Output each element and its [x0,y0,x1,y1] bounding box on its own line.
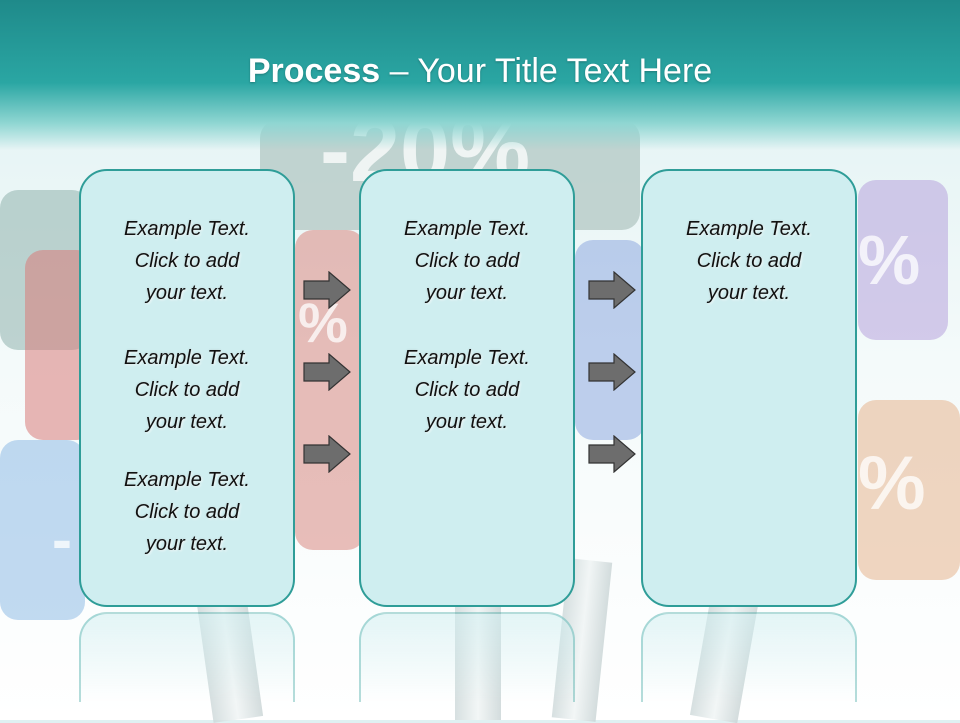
sign-purple [858,180,948,340]
text-placeholder[interactable]: Example Text. Click to add your text. [361,342,573,438]
text-line: Click to add [134,250,240,272]
text-line: Example Text. [404,347,530,369]
process-box-3[interactable]: Example Text. Click to add your text. [641,169,857,607]
text-line: your text. [145,282,229,304]
text-placeholder[interactable]: Example Text. Click to add your text. [361,213,573,309]
text-line: Example Text. [124,218,250,240]
right-arrow-icon [588,271,636,309]
sign-text: % [858,441,926,526]
text-line: your text. [425,411,509,433]
box-reflection [641,612,857,702]
text-line: your text. [145,411,229,433]
text-line: your text. [145,533,229,555]
right-arrow-icon [303,353,351,391]
box-reflection [359,612,575,702]
sign-text: % [298,291,348,354]
text-placeholder[interactable]: Example Text. Click to add your text. [81,213,293,309]
text-line: Example Text. [404,218,530,240]
sign-blue [575,240,645,440]
text-line: Example Text. [124,469,250,491]
sign-blue [0,440,85,620]
right-arrow-icon [588,353,636,391]
text-line: Click to add [696,250,802,272]
page-title[interactable]: Process – Your Title Text Here [0,52,960,91]
sign-orange [858,400,960,580]
title-rest: – Your Title Text Here [380,52,713,90]
text-line: Example Text. [124,347,250,369]
process-box-1[interactable]: Example Text. Click to add your text. Ex… [79,169,295,607]
text-placeholder[interactable]: Example Text. Click to add your text. [81,464,293,560]
right-arrow-icon [303,435,351,473]
text-line: Click to add [134,379,240,401]
process-box-2[interactable]: Example Text. Click to add your text. Ex… [359,169,575,607]
right-arrow-icon [303,271,351,309]
right-arrow-icon [588,435,636,473]
text-line: Click to add [134,501,240,523]
text-line: Click to add [414,250,520,272]
sign-text: - [52,506,72,573]
text-placeholder[interactable]: Example Text. Click to add your text. [643,213,855,309]
text-line: Example Text. [686,218,812,240]
text-line: your text. [707,282,791,304]
box-reflection [79,612,295,702]
text-placeholder[interactable]: Example Text. Click to add your text. [81,342,293,438]
text-line: Click to add [414,379,520,401]
title-bold: Process [247,52,381,90]
sign-text: % [858,221,921,299]
text-line: your text. [425,282,509,304]
header-band [0,0,960,150]
